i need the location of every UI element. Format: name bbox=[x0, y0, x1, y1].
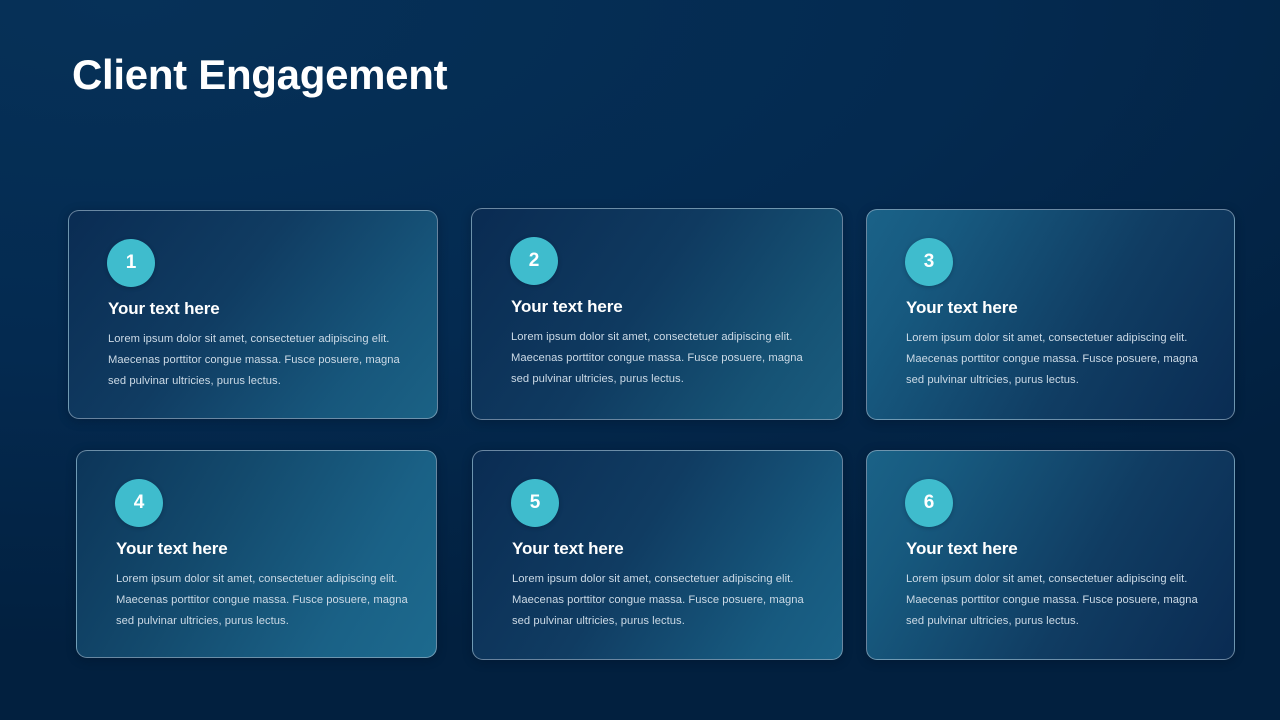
card-3-number-badge: 3 bbox=[905, 238, 953, 286]
card-4-content: 4 Your text here Lorem ipsum dolor sit a… bbox=[77, 451, 436, 657]
card-6-body: Lorem ipsum dolor sit amet, consectetuer… bbox=[906, 573, 1198, 627]
card-6-content: 6 Your text here Lorem ipsum dolor sit a… bbox=[867, 451, 1234, 659]
card-1[interactable]: 1 Your text here Lorem ipsum dolor sit a… bbox=[68, 210, 438, 419]
card-4-heading: Your text here bbox=[116, 539, 228, 558]
card-5-number-badge: 5 bbox=[511, 479, 559, 527]
card-4[interactable]: 4 Your text here Lorem ipsum dolor sit a… bbox=[76, 450, 437, 658]
card-6-heading: Your text here bbox=[906, 539, 1018, 558]
card-3-content: 3 Your text here Lorem ipsum dolor sit a… bbox=[867, 210, 1234, 419]
card-6[interactable]: 6 Your text here Lorem ipsum dolor sit a… bbox=[866, 450, 1235, 660]
card-6-number-badge: 6 bbox=[905, 479, 953, 527]
card-2-content: 2 Your text here Lorem ipsum dolor sit a… bbox=[472, 209, 842, 419]
card-2-heading: Your text here bbox=[511, 297, 623, 316]
card-5[interactable]: 5 Your text here Lorem ipsum dolor sit a… bbox=[472, 450, 843, 660]
page-title: Client Engagement bbox=[72, 51, 448, 98]
card-5-content: 5 Your text here Lorem ipsum dolor sit a… bbox=[473, 451, 842, 659]
card-3[interactable]: 3 Your text here Lorem ipsum dolor sit a… bbox=[866, 209, 1235, 420]
card-1-heading: Your text here bbox=[108, 299, 220, 318]
card-4-number-badge: 4 bbox=[115, 479, 163, 527]
card-5-heading: Your text here bbox=[512, 539, 624, 558]
card-1-number-badge: 1 bbox=[107, 239, 155, 287]
card-2[interactable]: 2 Your text here Lorem ipsum dolor sit a… bbox=[471, 208, 843, 420]
card-2-body: Lorem ipsum dolor sit amet, consectetuer… bbox=[511, 331, 803, 385]
card-4-body: Lorem ipsum dolor sit amet, consectetuer… bbox=[116, 573, 408, 627]
card-1-content: 1 Your text here Lorem ipsum dolor sit a… bbox=[69, 211, 437, 418]
card-2-number-badge: 2 bbox=[510, 237, 558, 285]
card-3-body: Lorem ipsum dolor sit amet, consectetuer… bbox=[906, 332, 1198, 386]
card-5-body: Lorem ipsum dolor sit amet, consectetuer… bbox=[512, 573, 804, 627]
card-1-body: Lorem ipsum dolor sit amet, consectetuer… bbox=[108, 333, 400, 387]
card-3-heading: Your text here bbox=[906, 298, 1018, 317]
